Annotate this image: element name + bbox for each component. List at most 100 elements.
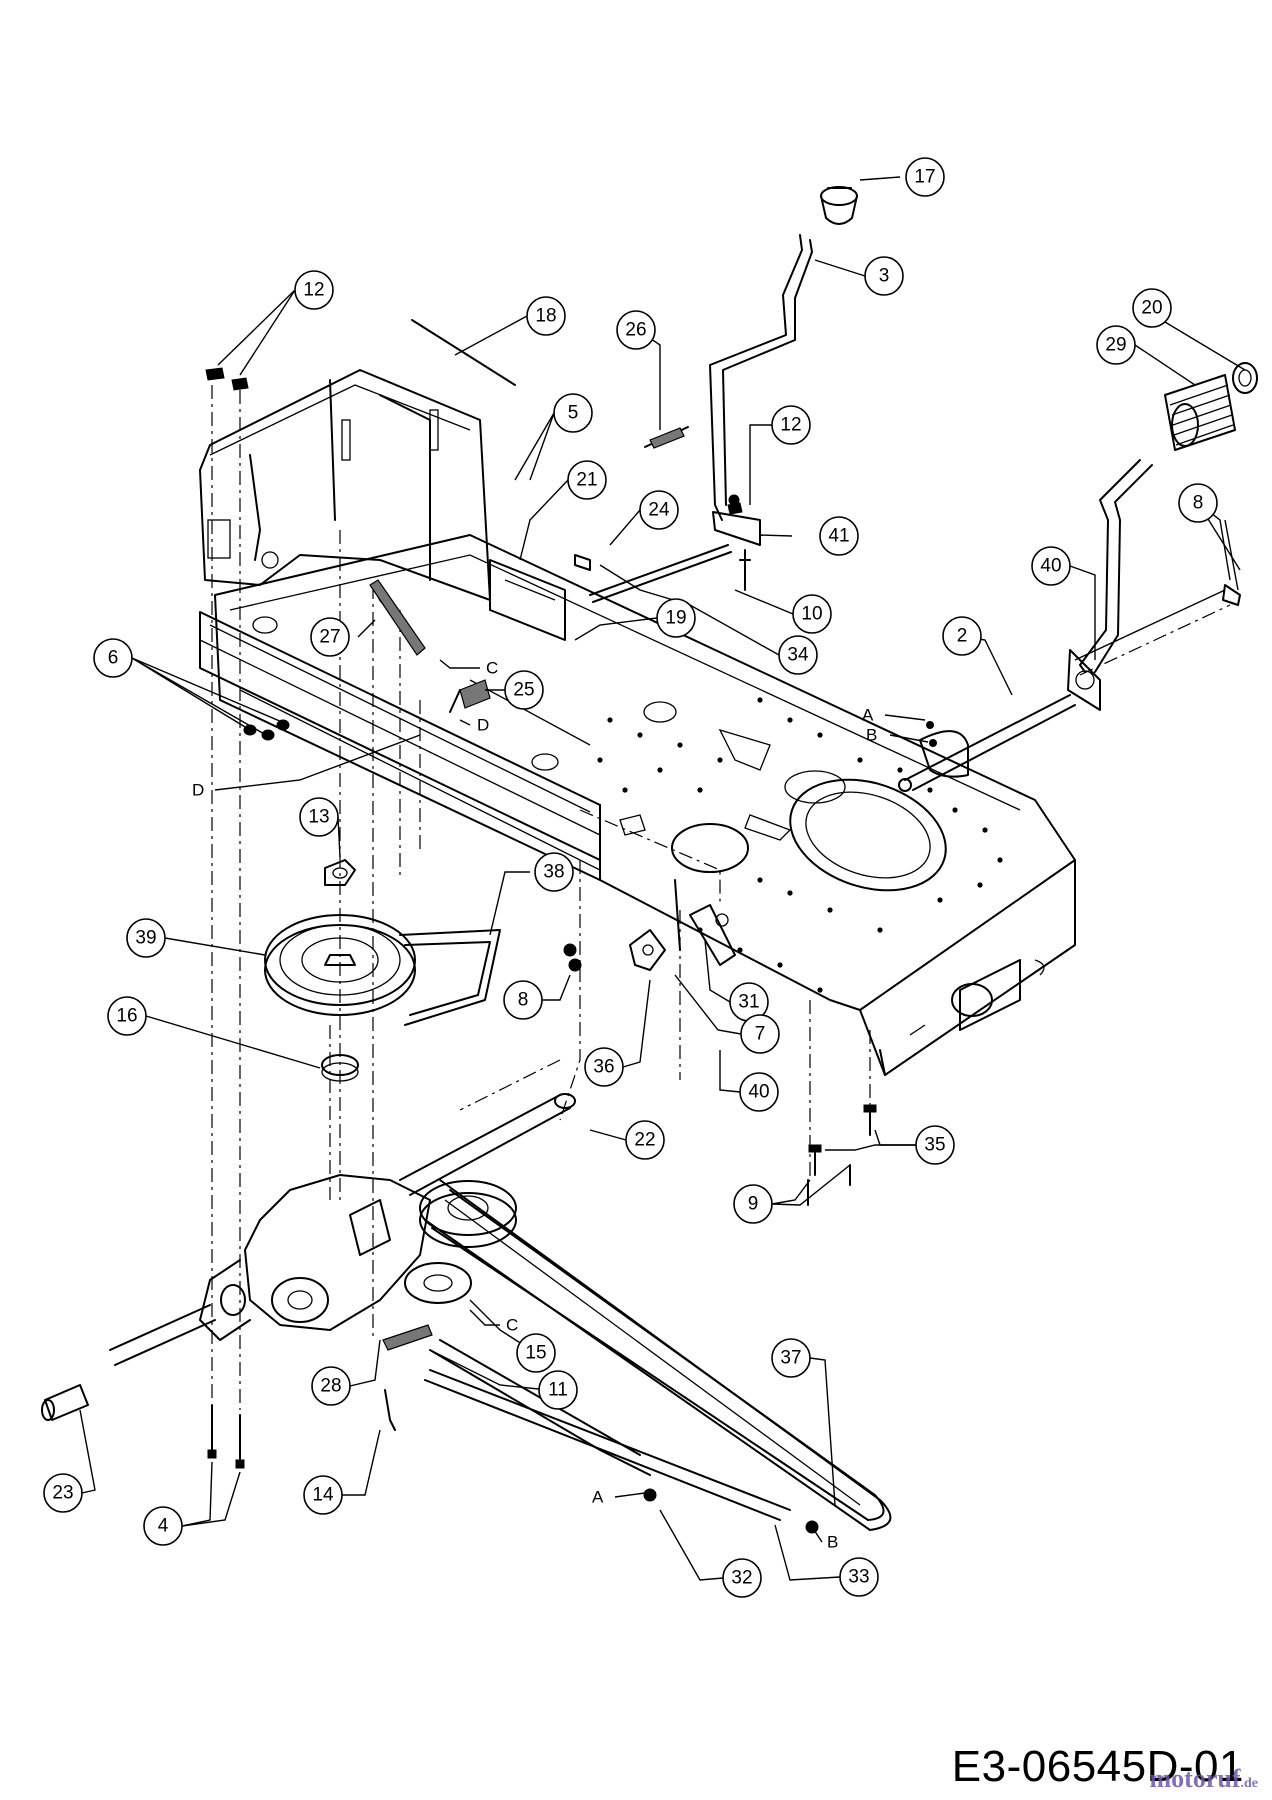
svg-text:33: 33 [848, 1567, 869, 1588]
callout-2: 2 [942, 616, 982, 656]
callout-25: 25 [504, 670, 544, 710]
callout-19: 19 [656, 598, 696, 638]
ref-letter-a: A [862, 706, 874, 725]
callout-7: 7 [740, 1014, 780, 1054]
callout-34: 34 [778, 635, 818, 675]
callout-5: 5 [553, 393, 593, 433]
idler-arms [424, 1339, 819, 1534]
callout-3: 3 [864, 256, 904, 296]
callout-33: 33 [839, 1557, 879, 1597]
svg-text:13: 13 [308, 807, 329, 828]
ref-letter-b: B [866, 726, 877, 745]
pulley-39 [264, 914, 416, 1016]
svg-text:21: 21 [576, 470, 597, 491]
callout-32: 32 [722, 1558, 762, 1598]
svg-text:12: 12 [780, 415, 801, 436]
callout-16: 16 [107, 996, 147, 1036]
svg-text:29: 29 [1105, 335, 1126, 356]
callout-10: 10 [792, 594, 832, 634]
spring-26 [644, 426, 689, 449]
svg-text:28: 28 [320, 1376, 341, 1397]
callout-21: 21 [567, 460, 607, 500]
nuts-12 [205, 367, 743, 515]
ref-letter-c: C [486, 659, 498, 678]
svg-text:41: 41 [828, 526, 849, 547]
svg-text:32: 32 [731, 1568, 752, 1589]
callout-37: 37 [771, 1338, 811, 1378]
svg-text:38: 38 [543, 862, 564, 883]
svg-text:9: 9 [748, 1194, 759, 1215]
hardware-misc [563, 879, 877, 1206]
svg-text:25: 25 [513, 680, 534, 701]
ref-letter-c: C [506, 1316, 518, 1335]
svg-text:4: 4 [158, 1516, 169, 1537]
callout-27: 27 [310, 617, 350, 657]
svg-text:15: 15 [525, 1343, 546, 1364]
ref-letter-b: B [827, 1533, 838, 1552]
callout-6: 6 [93, 638, 133, 678]
ref-letter-d: D [192, 781, 204, 800]
svg-text:17: 17 [914, 167, 935, 188]
callout-38: 38 [534, 852, 574, 892]
callout-29: 29 [1096, 325, 1136, 365]
belt-37 [424, 1179, 892, 1531]
leader-lines [79, 176, 1246, 1581]
svg-text:26: 26 [625, 320, 646, 341]
svg-text:10: 10 [801, 604, 822, 625]
svg-text:3: 3 [879, 266, 890, 287]
logo-tld: .de [1240, 1776, 1259, 1791]
svg-text:8: 8 [1193, 493, 1204, 514]
coupler-23 [41, 1384, 89, 1421]
svg-text:20: 20 [1141, 298, 1162, 319]
callout-31: 31 [729, 982, 769, 1022]
drawing-number: E3-06545D-01 [951, 1742, 1244, 1791]
callout-40: 40 [1031, 546, 1071, 586]
callout-8: 8 [1178, 483, 1218, 523]
bolts-4 [207, 1404, 245, 1469]
svg-text:39: 39 [135, 928, 156, 949]
svg-text:36: 36 [593, 1057, 614, 1078]
callout-9: 9 [733, 1184, 773, 1224]
svg-text:11: 11 [548, 1380, 568, 1401]
callout-18: 18 [526, 296, 566, 336]
svg-text:18: 18 [535, 306, 556, 327]
belt-38 [399, 929, 501, 1026]
callout-12: 12 [294, 270, 334, 310]
spring-25 [449, 679, 491, 713]
svg-text:31: 31 [738, 992, 759, 1013]
svg-text:23: 23 [52, 1483, 73, 1504]
svg-text:2: 2 [957, 626, 968, 647]
svg-text:6: 6 [108, 648, 119, 669]
svg-text:12: 12 [303, 280, 324, 301]
callout-36: 36 [584, 1047, 624, 1087]
callout-20: 20 [1132, 288, 1172, 328]
idler-nut-13 [324, 859, 356, 886]
callout-23: 23 [43, 1473, 83, 1513]
callout-13: 13 [299, 797, 339, 837]
svg-text:19: 19 [665, 608, 686, 629]
lift-lever [709, 186, 858, 591]
transaxle [109, 1093, 576, 1431]
callout-15: 15 [516, 1333, 556, 1373]
callout-17: 17 [905, 157, 945, 197]
ref-letter-a: A [592, 1488, 604, 1507]
callout-41: 41 [819, 516, 859, 556]
svg-text:14: 14 [312, 1485, 334, 1506]
svg-text:40: 40 [748, 1082, 769, 1103]
svg-text:7: 7 [755, 1024, 766, 1045]
svg-text:8: 8 [518, 990, 529, 1011]
svg-text:5: 5 [568, 403, 579, 424]
motoruf-logo: motoruf.de [1150, 1764, 1258, 1794]
svg-text:16: 16 [116, 1006, 137, 1027]
ref-letter-d: D [477, 716, 489, 735]
callout-26: 26 [616, 310, 656, 350]
callout-8: 8 [503, 980, 543, 1020]
callout-12: 12 [771, 405, 811, 445]
callout-14: 14 [303, 1475, 343, 1515]
svg-text:37: 37 [780, 1348, 801, 1369]
bushing-16 [321, 1054, 359, 1082]
svg-text:22: 22 [634, 1130, 655, 1151]
callout-40: 40 [739, 1072, 779, 1112]
chassis-frame [199, 369, 1076, 1410]
